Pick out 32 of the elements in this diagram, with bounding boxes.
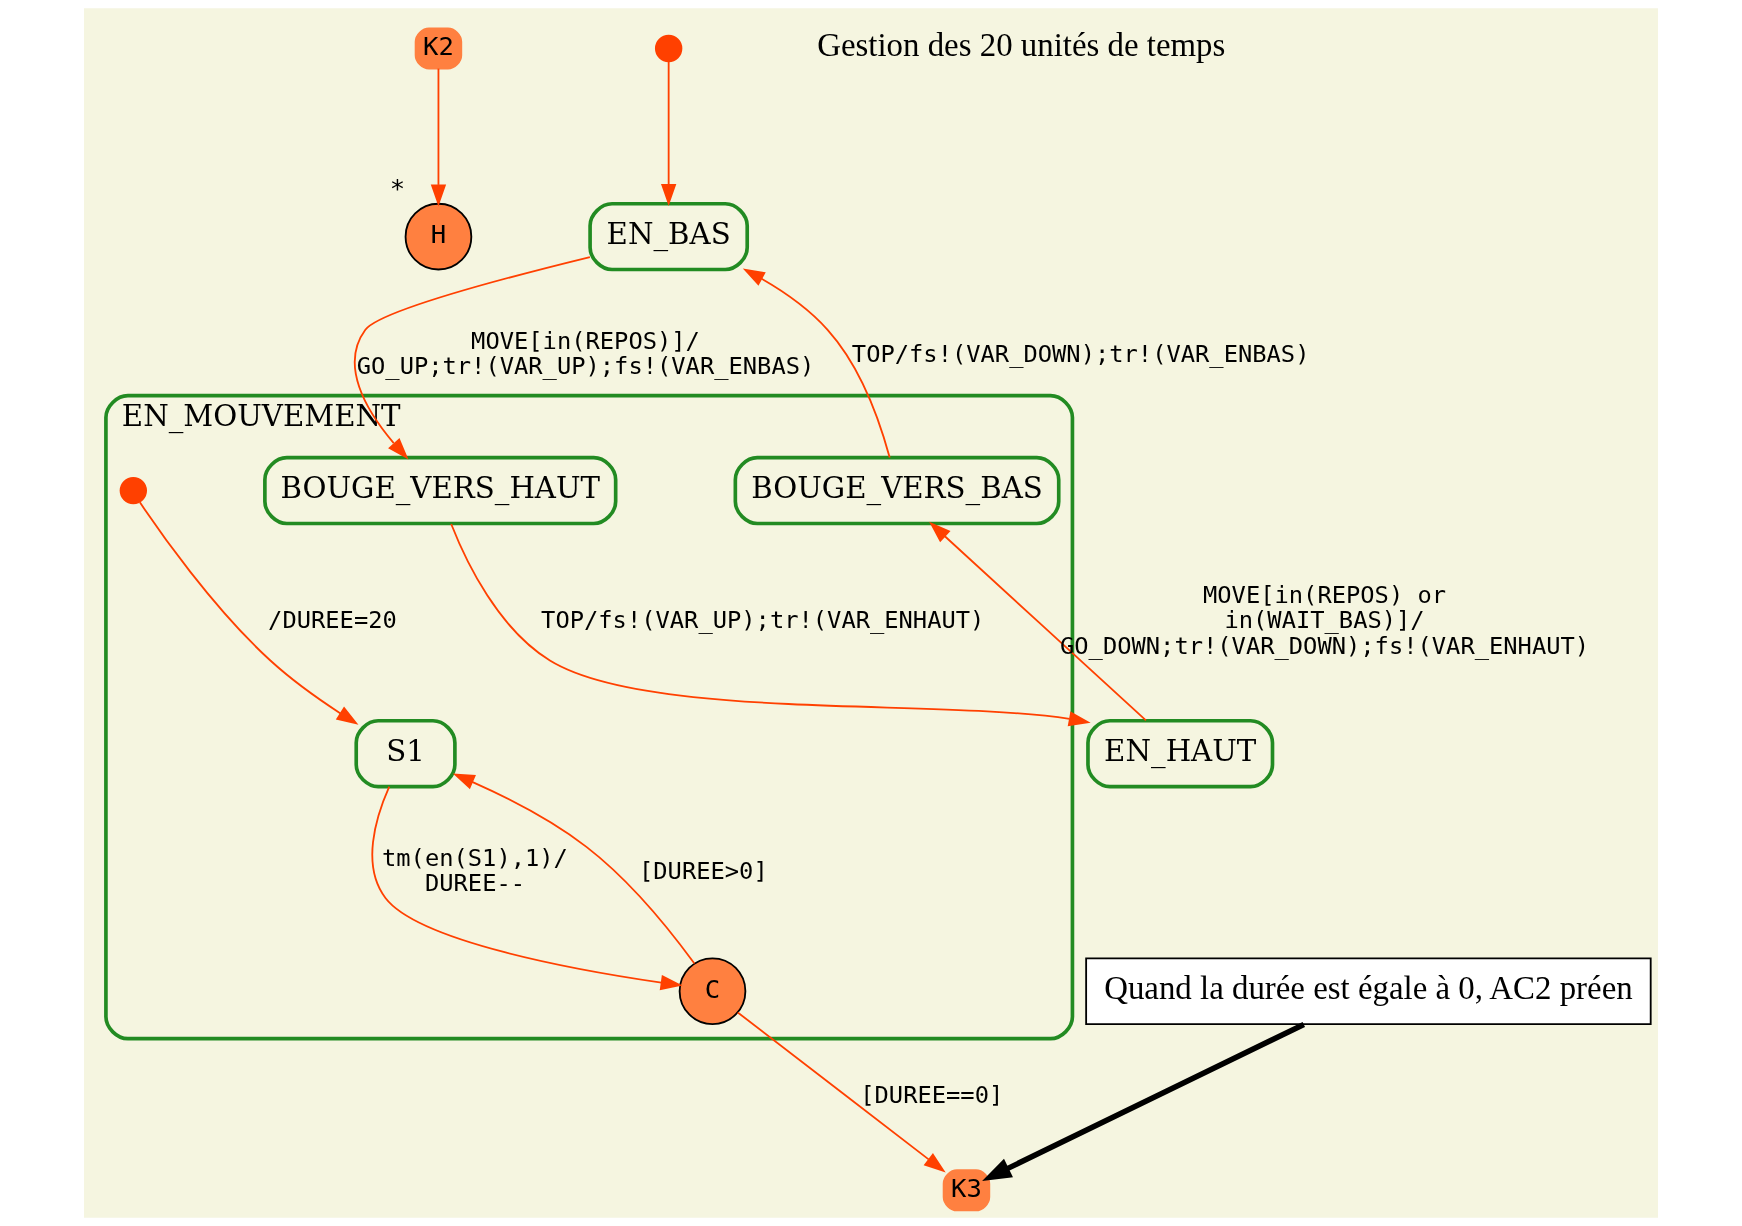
arrow: [660, 60, 677, 207]
edge-label: TOP/fs!(VAR_UP);tr!(VAR_ENHAUT): [541, 606, 985, 635]
node-box: S1: [354, 718, 457, 789]
node-circle: H: [404, 202, 473, 271]
edge-label: TOP/fs!(VAR_DOWN);tr!(VAR_ENBAS): [851, 339, 1310, 368]
arrow: [371, 785, 683, 991]
arrow: [982, 1021, 1306, 1181]
node-circle: C: [678, 957, 747, 1025]
arrow: [138, 501, 359, 725]
arrow: [452, 773, 696, 965]
node-box: BOUGE_VERS_BAS: [733, 455, 1061, 526]
node-box: K2: [414, 27, 463, 70]
arrow: [430, 67, 447, 207]
edge-label: [DUREE>0]: [639, 856, 768, 885]
node-box: BOUGE_VERS_HAUT: [263, 455, 618, 526]
node-circle: [119, 476, 148, 505]
edge-label: MOVE[in(REPOS)]/ GO_UP;tr!(VAR_UP);fs!(VAR_ENBAS): [356, 326, 815, 381]
edge-label: /DUREE=20: [268, 606, 397, 635]
arrow: [742, 268, 891, 459]
label: Gestion des 20 unités de temps: [817, 27, 1226, 64]
edge-label: tm(en(S1),1)/ DUREE--: [382, 843, 568, 898]
node-box: EN_HAUT: [1086, 718, 1275, 789]
node-box: K3: [942, 1169, 991, 1212]
arrow: [736, 1011, 946, 1173]
node-circle: [654, 34, 683, 63]
arrow: [929, 521, 1147, 722]
node-box: Quand la durée est égale à 0, AC2 préen: [1085, 957, 1652, 1025]
node-box: EN_BAS: [588, 201, 750, 272]
edge-label: [DUREE==0]: [860, 1081, 1004, 1110]
node-label: *: [389, 172, 406, 203]
arrow: [354, 256, 591, 460]
arrow: [450, 523, 1091, 727]
